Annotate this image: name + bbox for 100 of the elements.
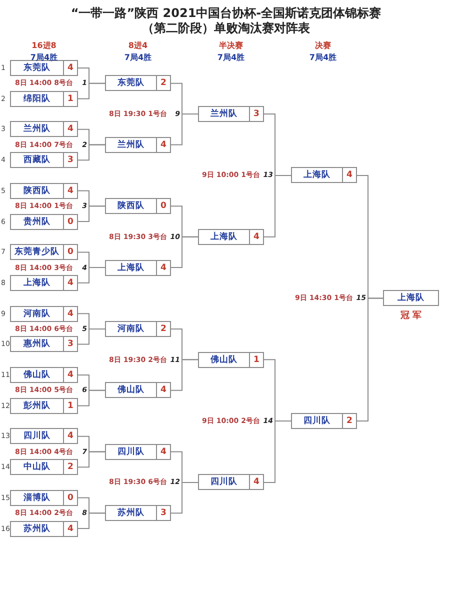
team-name: 中山队 (22, 460, 52, 474)
score: 4 (249, 475, 263, 490)
score: 4 (63, 429, 77, 444)
team-box (10, 152, 78, 168)
bracket-line (264, 174, 292, 238)
score: 4 (63, 522, 77, 536)
score: 4 (156, 444, 170, 459)
score: 0 (63, 490, 77, 505)
bracket-line (78, 451, 106, 468)
bracket-line (78, 328, 106, 345)
team-box (105, 136, 171, 153)
team-name: 四川队 (22, 430, 52, 444)
round-header: 决赛 (315, 40, 331, 51)
team-name: 河南队 (22, 308, 52, 321)
team-name: 佛山队 (210, 354, 238, 367)
team-box (105, 75, 171, 92)
team-box (10, 520, 78, 536)
team-name: 上海队 (116, 262, 146, 275)
team-name: 佛山队 (116, 384, 146, 398)
score: 4 (63, 276, 77, 290)
team-box (105, 382, 171, 398)
team-box (10, 306, 78, 322)
bracket-line (78, 144, 106, 161)
team-box (198, 474, 264, 490)
round-header: 半决赛 (219, 40, 243, 51)
score: 0 (63, 214, 77, 228)
team-name: 上海队 (22, 276, 52, 290)
score: 2 (63, 460, 77, 474)
format-note: 7局4胜 (217, 52, 245, 63)
team-name: 兰州队 (22, 122, 52, 136)
team-box (10, 428, 78, 444)
team-box (10, 60, 78, 76)
team-name: 惠州队 (22, 338, 52, 352)
bracket-line (170, 359, 198, 391)
team-box (10, 459, 78, 476)
team-box (105, 320, 171, 337)
team-name: 上海队 (396, 292, 426, 306)
team-name: 上海队 (302, 168, 332, 182)
format-note: 7局4胜 (124, 52, 152, 63)
score: 2 (156, 322, 170, 336)
team-name: 上海队 (210, 230, 238, 244)
round-header: 8进4 (128, 40, 148, 51)
team-box (10, 121, 78, 138)
team-box (198, 106, 264, 122)
team-name: 东莞青少队 (14, 246, 60, 260)
score: 4 (342, 168, 356, 182)
bracket-line (264, 420, 292, 483)
score: 4 (156, 260, 170, 275)
score: 1 (249, 352, 263, 367)
team-box (10, 274, 78, 291)
score: 3 (156, 506, 170, 520)
score: 1 (63, 92, 77, 106)
team-box (10, 90, 78, 107)
team-name: 四川队 (210, 476, 238, 490)
score: 4 (63, 122, 77, 136)
score: 4 (63, 368, 77, 382)
format-note: 7局4胜 (30, 52, 58, 62)
score: 3 (249, 107, 263, 122)
score: 0 (156, 199, 170, 214)
score: 4 (63, 306, 77, 321)
bracket-line (78, 512, 106, 529)
score: 0 (63, 245, 77, 260)
team-box (10, 367, 78, 383)
team-box (105, 444, 171, 460)
team-name: 兰州队 (210, 108, 238, 122)
team-name: 东莞队 (22, 62, 52, 75)
team-name: 贵州队 (22, 216, 52, 228)
format-note: 7局4胜 (309, 52, 337, 63)
team-name: 西藏队 (22, 154, 52, 168)
team-name: 苏州队 (116, 506, 146, 520)
round-header: 16进8 (32, 40, 56, 51)
score: 4 (249, 230, 263, 244)
score: 1 (63, 398, 77, 413)
score: 4 (63, 61, 77, 75)
team-name: 四川队 (116, 446, 146, 459)
team-name: 淄博队 (22, 492, 52, 505)
score: 2 (342, 414, 356, 428)
bracket-line (170, 482, 198, 514)
team-name: 陕西队 (22, 184, 52, 198)
team-box (198, 352, 264, 368)
team-box (383, 290, 439, 306)
team-name: 苏州队 (22, 522, 52, 536)
bracket-line (356, 298, 384, 422)
bracket-line (78, 267, 106, 284)
team-name: 兰州队 (116, 138, 146, 152)
bracket-line (170, 114, 198, 146)
bracket-line (78, 206, 106, 222)
score: 3 (63, 153, 77, 168)
score: 4 (156, 383, 170, 398)
bracket-line (78, 82, 106, 100)
bracket-line (78, 390, 106, 406)
team-name: 四川队 (302, 414, 332, 428)
team-box (10, 244, 78, 260)
team-name: 陕西队 (116, 200, 146, 214)
team-name: 绵阳队 (22, 92, 52, 106)
team-name: 东莞队 (116, 76, 146, 90)
bracket-line (170, 236, 198, 268)
champion-label: 冠 军 (400, 310, 422, 322)
team-name: 河南队 (116, 322, 146, 336)
team-box (10, 336, 78, 352)
